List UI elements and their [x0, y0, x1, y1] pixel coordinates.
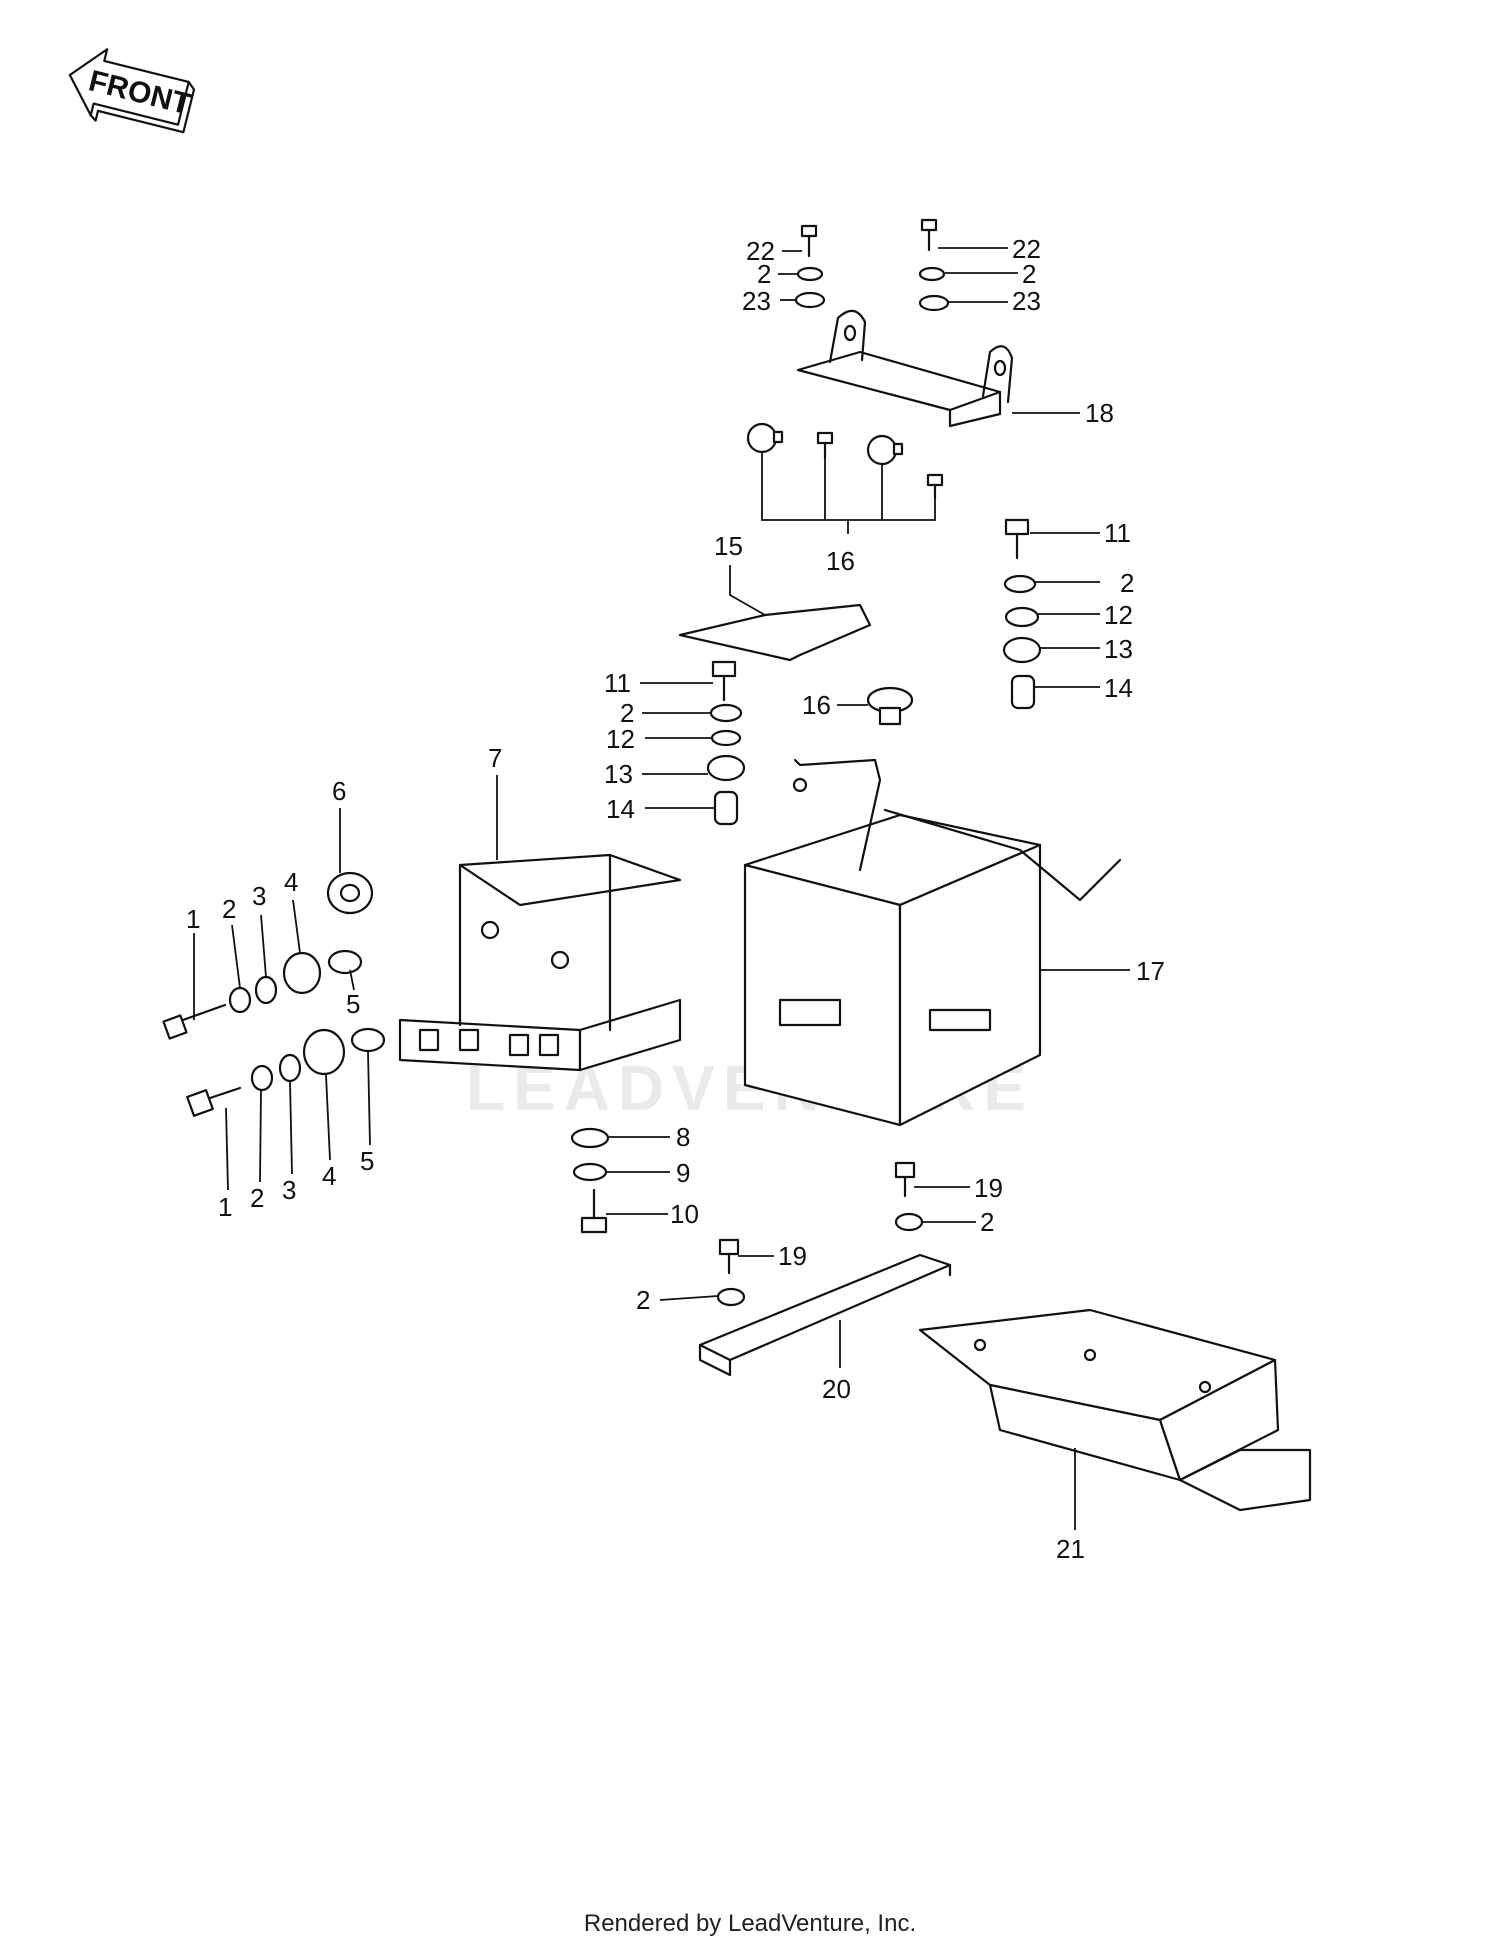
part-5-collar-lower: [350, 1027, 386, 1053]
part-6-grommet: [326, 871, 374, 915]
callout-16-single: 16: [802, 690, 831, 720]
callout-19-right: 19: [974, 1173, 1003, 1203]
part-13-damper-right-stack: [1002, 636, 1042, 664]
part-2-washer-right-stack: [1003, 574, 1037, 594]
callout-2-top-left: 2: [757, 259, 771, 289]
part-2-washer-bottom-right: [894, 1212, 924, 1232]
callout-1-lower: 1: [218, 1192, 232, 1222]
callout-numbers: 22 2 23 22 2 23 18 16 15 11 2 12 13 14 1…: [186, 234, 1165, 1564]
part-2-washer-lower: [250, 1064, 274, 1092]
callout-23-left: 23: [742, 286, 771, 316]
part-2-washer-top-right: [918, 266, 946, 282]
part-12-washer-mid-stack: [710, 729, 742, 747]
callout-4-lower: 4: [322, 1161, 336, 1191]
part-4-damper-lower: [302, 1028, 346, 1076]
part-13-damper-mid-stack: [706, 754, 746, 782]
part-18-top-bracket: [796, 309, 1014, 428]
callout-21: 21: [1056, 1534, 1085, 1564]
callout-12-right: 12: [1104, 600, 1133, 630]
callout-5-upper: 5: [346, 989, 360, 1019]
callout-2-mid-stack: 2: [620, 698, 634, 728]
part-2-washer-upper: [228, 986, 252, 1014]
part-17-battery-case: [743, 758, 1122, 1127]
part-23-washer-left: [794, 291, 826, 309]
part-15-plate: [678, 603, 872, 662]
leader-lines: [193, 247, 1130, 1530]
callout-2-bottom-left: 2: [636, 1285, 650, 1315]
callout-13-mid: 13: [604, 759, 633, 789]
callout-2-lower: 2: [250, 1183, 264, 1213]
callout-19-left: 19: [778, 1241, 807, 1271]
callout-6: 6: [332, 776, 346, 806]
callout-8: 8: [676, 1122, 690, 1152]
part-14-collar-mid-stack: [713, 790, 739, 826]
callout-2-right-stack: 2: [1120, 568, 1134, 598]
callout-20: 20: [822, 1374, 851, 1404]
part-12-washer-right-stack: [1004, 606, 1040, 628]
part-2-washer-mid-stack: [709, 703, 743, 723]
part-23-washer-right: [918, 294, 950, 312]
callout-2-upper: 2: [222, 894, 236, 924]
callout-2-bottom-right: 2: [980, 1207, 994, 1237]
part-8-damper: [570, 1127, 610, 1149]
callout-11-mid: 11: [604, 668, 631, 698]
part-22-bolt-left: [800, 224, 818, 258]
part-1-bolt-lower: [186, 1086, 242, 1117]
callout-13-right: 13: [1104, 634, 1133, 664]
callout-17: 17: [1136, 956, 1165, 986]
callout-1-upper: 1: [186, 904, 200, 934]
part-2-washer-bottom-left: [716, 1287, 746, 1307]
part-16-grommet-single: [866, 686, 914, 726]
callout-3-lower: 3: [282, 1175, 296, 1205]
part-3-washer-upper: [254, 975, 278, 1005]
part-11-bolt-right: [1004, 518, 1030, 560]
callout-23-right: 23: [1012, 286, 1041, 316]
callout-3-upper: 3: [252, 881, 266, 911]
callout-5-lower: 5: [360, 1146, 374, 1176]
front-arrow-icon: FRONT: [68, 48, 196, 134]
part-19-bolt-right: [894, 1161, 916, 1198]
callout-12-mid: 12: [606, 724, 635, 754]
callout-7: 7: [488, 743, 502, 773]
part-19-bolt-left: [718, 1238, 740, 1275]
part-1-bolt-upper: [162, 1003, 227, 1040]
part-14-collar-right-stack: [1010, 674, 1036, 710]
part-21-cover: [918, 1308, 1312, 1512]
callout-9: 9: [676, 1158, 690, 1188]
part-4-damper-upper: [282, 951, 322, 995]
part-3-washer-lower: [278, 1053, 302, 1083]
callout-22-right: 22: [1012, 234, 1041, 264]
part-2-washer-top-left: [796, 266, 824, 282]
part-10-bolt: [580, 1188, 608, 1234]
callout-10: 10: [670, 1199, 699, 1229]
callout-18: 18: [1085, 398, 1114, 428]
part-20-plate: [698, 1253, 952, 1377]
part-7-mounting-bracket: [398, 853, 682, 1072]
callout-15: 15: [714, 531, 743, 561]
callout-22-left: 22: [746, 236, 775, 266]
part-9-washer: [572, 1162, 608, 1182]
callout-14-right: 14: [1104, 673, 1133, 703]
part-16-grommet-set: [746, 422, 944, 534]
footer-credit: Rendered by LeadVenture, Inc.: [583, 1910, 917, 1937]
callout-4-upper: 4: [284, 867, 298, 897]
part-5-collar-upper: [327, 949, 363, 975]
callout-14-mid: 14: [606, 794, 635, 824]
callout-2-top-right: 2: [1022, 259, 1036, 289]
part-22-bolt-right: [920, 218, 938, 252]
callout-11-right: 11: [1104, 518, 1131, 548]
part-11-bolt-mid: [711, 660, 737, 702]
callout-16-group: 16: [826, 546, 855, 576]
